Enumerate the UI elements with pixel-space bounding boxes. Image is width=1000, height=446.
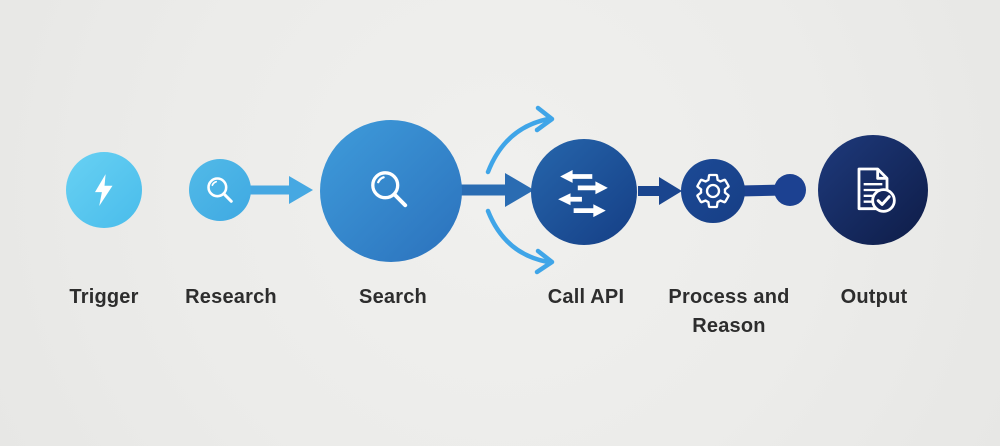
magnifier-icon	[207, 177, 233, 203]
node-label-output: Output	[840, 286, 908, 308]
node-label-process: Process and Reason	[668, 286, 790, 337]
node-search	[320, 120, 462, 262]
gear-icon	[696, 173, 730, 209]
node-trigger	[66, 152, 142, 228]
arrow-search-to-callapi	[461, 173, 534, 207]
node-label-research: Research	[185, 286, 277, 308]
node-callapi	[531, 139, 637, 245]
connector-dot	[774, 174, 806, 206]
node-output	[818, 135, 928, 245]
node-label-search: Search	[359, 286, 427, 308]
transfer-arrows-icon	[558, 170, 608, 218]
curved-arrow-bottom	[485, 208, 555, 275]
curved-arrow-top	[485, 105, 555, 175]
arrow-research-to-search	[249, 176, 313, 204]
magnifier-icon	[371, 171, 408, 208]
document-check-icon	[857, 167, 896, 213]
node-label-callapi: Call API	[547, 286, 625, 308]
node-label-trigger: Trigger	[69, 286, 139, 308]
arrow-callapi-to-process	[638, 177, 682, 205]
node-research	[189, 159, 251, 221]
node-process	[681, 159, 745, 223]
lightning-bolt-icon	[94, 174, 113, 206]
